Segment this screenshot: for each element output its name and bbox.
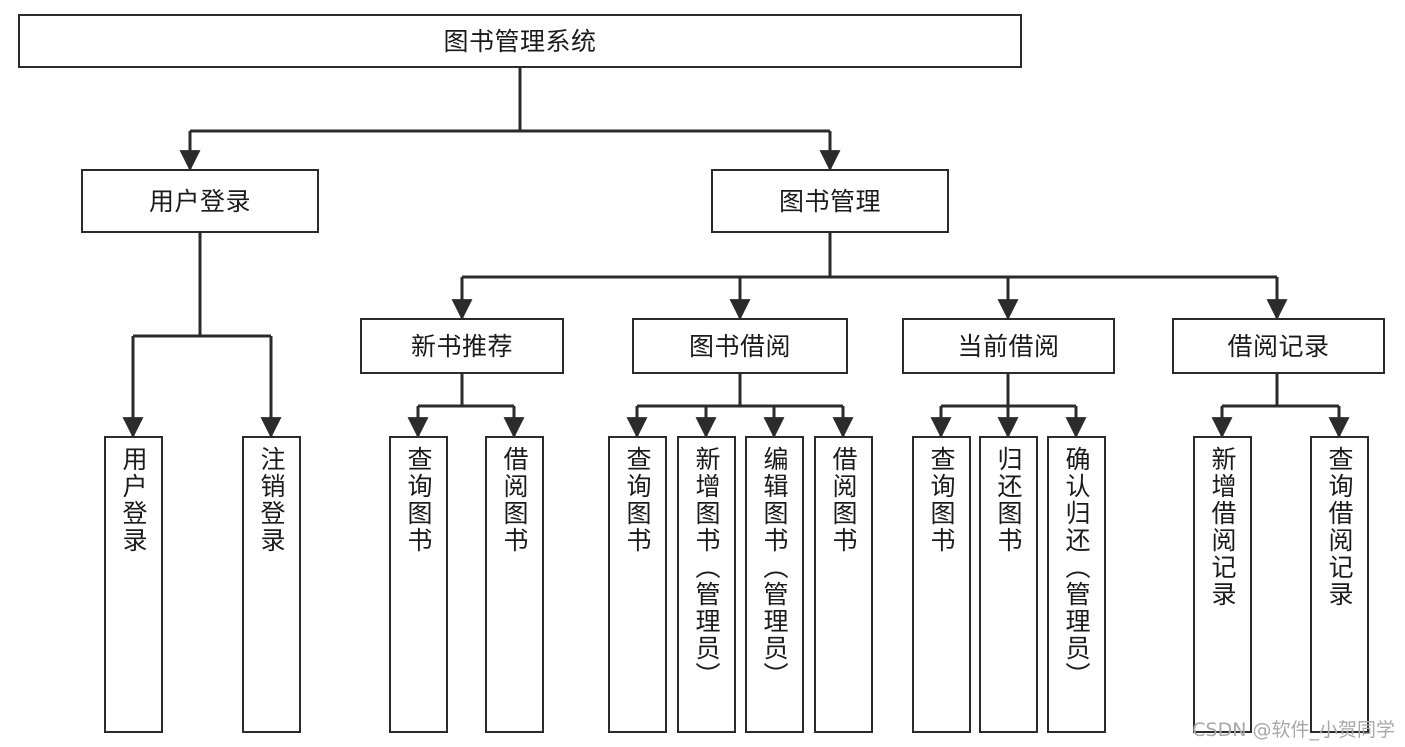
- node-label: 查询图书: [927, 446, 956, 554]
- node-label: 编辑图书（管理员）: [760, 446, 789, 689]
- node-root-book-management-system[interactable]: 图书管理系统: [18, 14, 1022, 68]
- node-label: 新增借阅记录: [1208, 446, 1237, 608]
- node-book-borrow[interactable]: 图书借阅: [632, 318, 848, 374]
- node-label: 查询图书: [404, 446, 433, 554]
- node-label: 新增图书（管理员）: [692, 446, 721, 689]
- node-leaf-logout[interactable]: 注销登录: [242, 436, 301, 733]
- node-label: 查询借阅记录: [1325, 446, 1354, 608]
- node-label: 借阅图书: [829, 446, 858, 554]
- node-current-borrow[interactable]: 当前借阅: [902, 318, 1115, 374]
- node-leaf-query-record[interactable]: 查询借阅记录: [1310, 436, 1369, 733]
- node-label: 借阅图书: [500, 446, 529, 554]
- node-leaf-add-book[interactable]: 新增图书（管理员）: [677, 436, 736, 733]
- node-book-management[interactable]: 图书管理: [711, 169, 949, 233]
- node-leaf-borrow-book-2[interactable]: 借阅图书: [814, 436, 873, 733]
- node-label: 归还图书: [994, 446, 1023, 554]
- node-leaf-borrow-book-1[interactable]: 借阅图书: [485, 436, 544, 733]
- node-label: 图书管理: [778, 186, 881, 216]
- node-label: 注销登录: [257, 446, 286, 554]
- node-leaf-query-book-2[interactable]: 查询图书: [608, 436, 667, 733]
- node-user-login[interactable]: 用户登录: [81, 169, 319, 233]
- node-leaf-query-book-3[interactable]: 查询图书: [912, 436, 971, 733]
- node-leaf-user-login[interactable]: 用户登录: [104, 436, 163, 733]
- node-new-book-recommend[interactable]: 新书推荐: [360, 318, 564, 374]
- node-leaf-confirm-return[interactable]: 确认归还（管理员）: [1047, 436, 1106, 733]
- node-leaf-query-book-1[interactable]: 查询图书: [389, 436, 448, 733]
- node-label: 新书推荐: [410, 331, 513, 361]
- node-label: 查询图书: [623, 446, 652, 554]
- node-label: 图书借阅: [688, 331, 791, 361]
- watermark-text: CSDN @软件_小贺同学: [1192, 719, 1395, 741]
- node-leaf-add-record[interactable]: 新增借阅记录: [1193, 436, 1252, 733]
- node-label: 图书管理系统: [443, 26, 597, 56]
- node-label: 用户登录: [148, 186, 251, 216]
- node-borrow-record[interactable]: 借阅记录: [1172, 318, 1385, 374]
- node-leaf-edit-book[interactable]: 编辑图书（管理员）: [745, 436, 804, 733]
- node-leaf-return-book[interactable]: 归还图书: [979, 436, 1038, 733]
- node-label: 确认归还（管理员）: [1062, 446, 1091, 689]
- node-label: 借阅记录: [1227, 331, 1330, 361]
- node-label: 用户登录: [119, 446, 148, 554]
- node-label: 当前借阅: [957, 331, 1060, 361]
